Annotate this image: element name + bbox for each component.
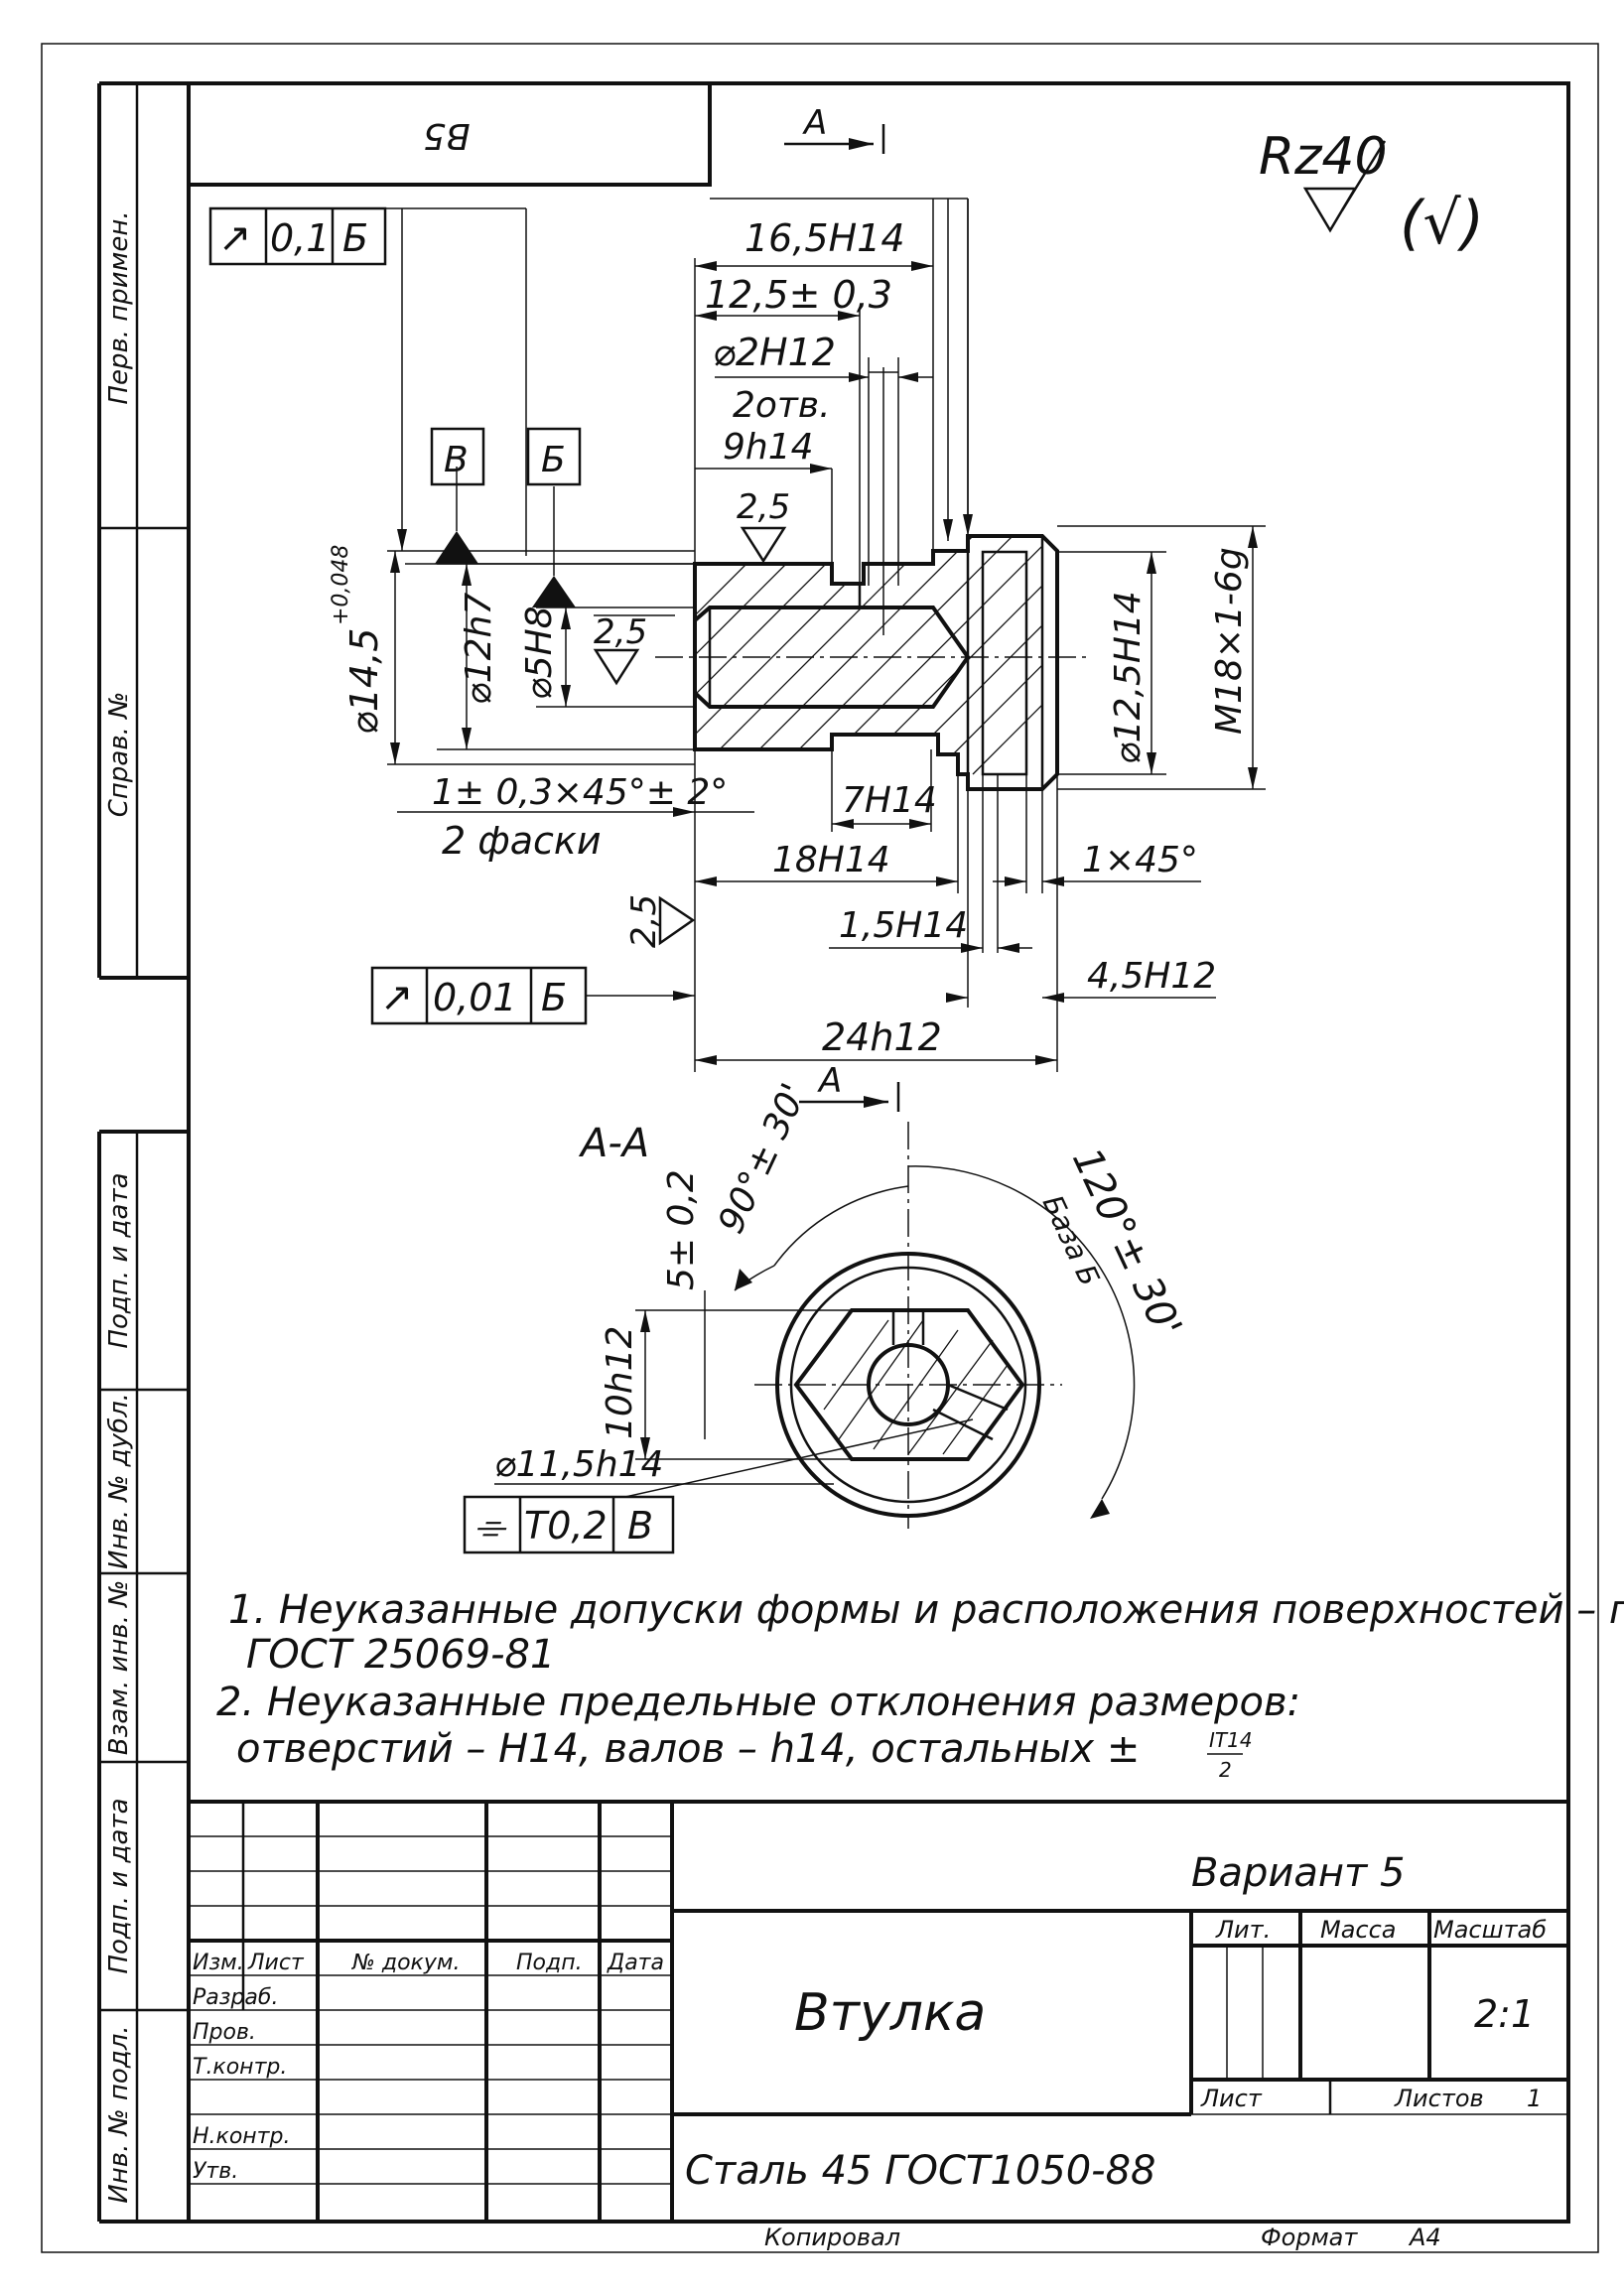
- tolerance-2-value: 0,01: [433, 976, 517, 1019]
- tolerance-3-datum: В: [627, 1504, 653, 1548]
- roughness-general: Rz40 (√): [1259, 127, 1484, 258]
- section-mark-top: А: [784, 103, 885, 154]
- dim-11-5: ⌀11,5h14: [494, 1444, 663, 1485]
- tb-role-razrab: Разраб.: [193, 1985, 278, 2010]
- note-line-1: 1. Неуказанные допуски формы и расположе…: [228, 1587, 1624, 1633]
- title-block: Изм. Лист № докум. Подп. Дата Разраб. Пр…: [187, 1800, 1570, 2224]
- tb-masshtab: Масштаб: [1433, 1916, 1547, 1944]
- dim-7: 7H14: [842, 780, 937, 821]
- tb-header-data: Дата: [607, 1951, 664, 1975]
- tb-role-nkontr: Н.контр.: [193, 2124, 290, 2149]
- roughness-rest-mark: (√): [1400, 189, 1484, 258]
- tb-material: Сталь 45 ГОСТ1050-88: [685, 2148, 1155, 2194]
- dim-chamfer: 1± 0,3×45°± 2°: [432, 772, 728, 813]
- note-line-2: ГОСТ 25069-81: [246, 1632, 555, 1678]
- roughness-local-1: 2,5: [737, 487, 790, 527]
- dim-24: 24h12: [822, 1015, 942, 1059]
- roughness-value: Rz40: [1259, 127, 1388, 187]
- dim-12-5-dia: ⌀12,5H14: [1108, 591, 1149, 764]
- tolerance-1-symbol: ↗: [218, 215, 252, 261]
- stamp-inv-podl: Инв. № подл.: [104, 2025, 134, 2203]
- tb-variant: Вариант 5: [1191, 1850, 1405, 1896]
- dim-14-5: ⌀14,5: [342, 628, 386, 736]
- stamp-inv-dubl: Инв. № дубл.: [104, 1393, 134, 1569]
- dim-thread: M18×1-6g: [1209, 547, 1250, 735]
- tolerance-1-datum: Б: [342, 216, 368, 260]
- tb-scale: 2:1: [1474, 1992, 1535, 2036]
- angle-90: 90°± 30': [711, 1077, 815, 1239]
- note-line-4: отверстий – H14, валов – h14, остальных …: [236, 1726, 1140, 1772]
- dim-4-5: 4,5H12: [1087, 956, 1216, 997]
- roughness-local-2: 2,5: [594, 612, 647, 652]
- dim-16-5: 16,5H14: [744, 216, 905, 260]
- part-main-view: [655, 367, 1087, 791]
- footer-format-value: А4: [1408, 2224, 1441, 2251]
- footer-format: Формат: [1261, 2224, 1358, 2251]
- section-hatching: [823, 1319, 1009, 1455]
- dim-chamfer-count: 2 фаски: [442, 819, 602, 863]
- note-fraction-num: IT14: [1209, 1728, 1253, 1752]
- datum-b-label: Б: [541, 440, 566, 480]
- dim-10: 10h12: [600, 1326, 640, 1439]
- dim-1-5: 1,5H14: [839, 905, 968, 946]
- tb-sheets-count: 1: [1527, 2085, 1542, 2112]
- footer-copied: Копировал: [764, 2224, 900, 2251]
- dim-9: 9h14: [723, 427, 814, 468]
- dim-12: ⌀12h7: [459, 593, 499, 705]
- stamp-perv-primen: Перв. примен.: [104, 210, 134, 404]
- technical-notes: 1. Неуказанные допуски формы и расположе…: [216, 1587, 1624, 1782]
- dim-holes-count: 2отв.: [733, 385, 831, 426]
- dim-5: ⌀5H8: [519, 606, 560, 700]
- tb-role-utv: Утв.: [193, 2159, 238, 2184]
- dim-18: 18H14: [772, 840, 890, 880]
- tolerance-2-symbol: ↗: [380, 975, 414, 1020]
- stamp-podp-data-1: Подп. и дата: [104, 1172, 134, 1348]
- tolerance-1-value: 0,1: [270, 216, 330, 260]
- dimension-lines-main: 16,5H14 12,5± 0,3 ⌀2H12 2отв. 9h14 2,5: [208, 198, 1266, 1072]
- tb-role-prov: Пров.: [193, 2020, 256, 2045]
- section-letter-top: А: [802, 103, 827, 143]
- tb-header-doc: № докум.: [351, 1951, 460, 1975]
- tb-part-name: Втулка: [794, 1983, 986, 2043]
- datum-v-label: В: [444, 440, 469, 480]
- stamp-podp-data-2: Подп. и дата: [104, 1798, 134, 1973]
- corner-code: В5: [423, 115, 471, 156]
- note-line-3: 2. Неуказанные предельные отклонения раз…: [216, 1680, 1300, 1725]
- section-label: А-А: [578, 1121, 649, 1166]
- tb-sheet: Лист: [1200, 2085, 1263, 2112]
- roughness-local-3: 2,5: [624, 894, 664, 948]
- section-letter-bottom: А: [817, 1061, 842, 1101]
- dim-12-5: 12,5± 0,3: [705, 273, 892, 317]
- tb-sheets: Листов: [1394, 2085, 1484, 2112]
- tolerance-3-value: Т0,2: [524, 1504, 608, 1548]
- tolerance-2-datum: Б: [541, 976, 567, 1019]
- stamp-vzam-inv: Взам. инв. №: [104, 1580, 134, 1756]
- tb-lit: Лит.: [1215, 1916, 1271, 1944]
- dim-chamfer-2: 1×45°: [1082, 840, 1198, 880]
- stamp-sprav-no: Справ. №: [104, 692, 134, 817]
- dim-5-sec: 5± 0,2: [661, 1169, 702, 1290]
- tb-role-tkontr: Т.контр.: [193, 2055, 287, 2080]
- tb-massa: Масса: [1320, 1916, 1397, 1944]
- tb-header-izm: Изм.: [193, 1951, 244, 1975]
- tb-header-list: Лист: [247, 1951, 305, 1975]
- side-stamp-texts: Перв. примен. Справ. № Подп. и дата Инв.…: [104, 210, 134, 2203]
- dim-hole: ⌀2H12: [713, 331, 836, 374]
- dim-14-5-tol: +0,048: [329, 545, 353, 625]
- tolerance-3-symbol: ⌯: [474, 1504, 507, 1548]
- tb-header-podp: Подп.: [516, 1951, 583, 1975]
- note-fraction-den: 2: [1219, 1758, 1232, 1782]
- section-aa: А А-А 90°± 30' 120°± 30' База Б: [463, 1061, 1190, 1554]
